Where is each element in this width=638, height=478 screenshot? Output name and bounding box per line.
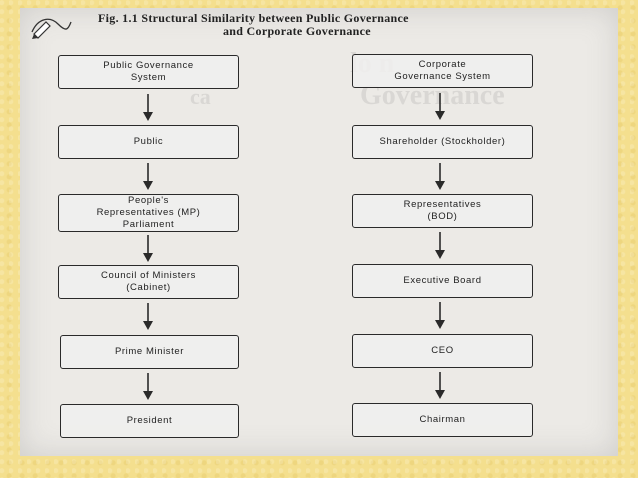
- box-public-governance-system: Public Governance System: [58, 55, 239, 89]
- box-peoples-representatives: People's Representatives (MP) Parliament: [58, 194, 239, 232]
- box-representatives-bod: Representatives (BOD): [352, 194, 533, 228]
- arrow-down-icon: [435, 232, 445, 259]
- box-president: President: [60, 404, 239, 438]
- arrow-down-icon: [435, 372, 445, 399]
- box-council-of-ministers: Council of Ministers (Cabinet): [58, 265, 239, 299]
- box-public: Public: [58, 125, 239, 159]
- arrow-down-icon: [143, 373, 153, 400]
- box-ceo: CEO: [352, 334, 533, 368]
- box-shareholder: Shareholder (Stockholder): [352, 125, 533, 159]
- box-executive-board: Executive Board: [352, 264, 533, 298]
- pen-scribble-icon: [31, 18, 72, 39]
- scanned-page: lo n Governance ca Fig. 1.1 Structural S…: [20, 8, 618, 456]
- arrow-down-icon: [143, 163, 153, 190]
- arrow-down-icon: [435, 163, 445, 190]
- arrow-down-icon: [143, 94, 153, 121]
- box-prime-minister: Prime Minister: [60, 335, 239, 369]
- arrow-down-icon: [143, 303, 153, 330]
- arrow-down-icon: [435, 302, 445, 329]
- box-chairman: Chairman: [352, 403, 533, 437]
- arrow-down-icon: [143, 235, 153, 262]
- figure-title: Fig. 1.1 Structural Similarity between P…: [98, 12, 518, 38]
- figure-title-line-1: Fig. 1.1 Structural Similarity between P…: [98, 11, 409, 25]
- arrow-down-icon: [435, 93, 445, 120]
- box-corporate-governance-system: Corporate Governance System: [352, 54, 533, 88]
- figure-title-line-2: and Corporate Governance: [223, 24, 371, 38]
